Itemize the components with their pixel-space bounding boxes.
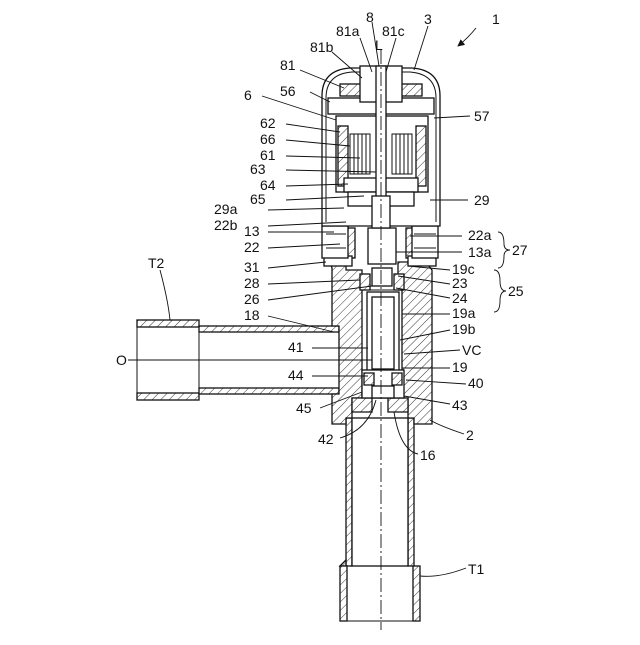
label-81c: 81c	[382, 23, 405, 39]
label-81a: 81a	[336, 23, 360, 39]
label-19b: 19b	[452, 321, 476, 337]
label-43: 43	[452, 397, 468, 413]
label-13: 13	[244, 223, 260, 239]
label-22a: 22a	[468, 227, 492, 243]
label-16: 16	[420, 447, 436, 463]
label-26: 26	[244, 291, 260, 307]
label-24: 24	[452, 290, 468, 306]
label-81: 81	[280, 57, 296, 73]
label-57: 57	[474, 108, 490, 124]
label-o: O	[116, 352, 127, 368]
label-28: 28	[244, 275, 260, 291]
label-13a: 13a	[468, 244, 492, 260]
label-vc: VC	[462, 342, 481, 358]
label-66: 66	[260, 131, 276, 147]
label-45: 45	[296, 400, 312, 416]
label-22b: 22b	[214, 217, 238, 233]
label-22: 22	[244, 239, 260, 255]
valve-element	[362, 292, 404, 398]
label-19: 19	[452, 359, 468, 375]
label-axis-l: L	[375, 37, 383, 53]
label-41: 41	[288, 339, 304, 355]
label-3: 3	[424, 11, 432, 27]
label-65: 65	[250, 191, 266, 207]
label-29: 29	[474, 192, 490, 208]
label-56: 56	[280, 83, 296, 99]
label-18: 18	[244, 307, 260, 323]
label-1: 1	[492, 11, 500, 27]
label-62: 62	[260, 115, 276, 131]
label-42: 42	[318, 431, 334, 447]
label-8: 8	[366, 9, 374, 25]
label-44: 44	[288, 367, 304, 383]
label-6: 6	[244, 87, 252, 103]
label-40: 40	[468, 375, 484, 391]
label-t1: T1	[468, 561, 485, 577]
label-2: 2	[466, 427, 474, 443]
label-25: 25	[508, 283, 524, 299]
label-t2: T2	[148, 255, 165, 271]
label-81b: 81b	[310, 39, 334, 55]
label-29a: 29a	[214, 201, 238, 217]
label-19a: 19a	[452, 305, 476, 321]
label-23: 23	[452, 275, 468, 291]
label-31: 31	[244, 259, 260, 275]
label-27: 27	[512, 242, 528, 258]
label-63: 63	[250, 161, 266, 177]
